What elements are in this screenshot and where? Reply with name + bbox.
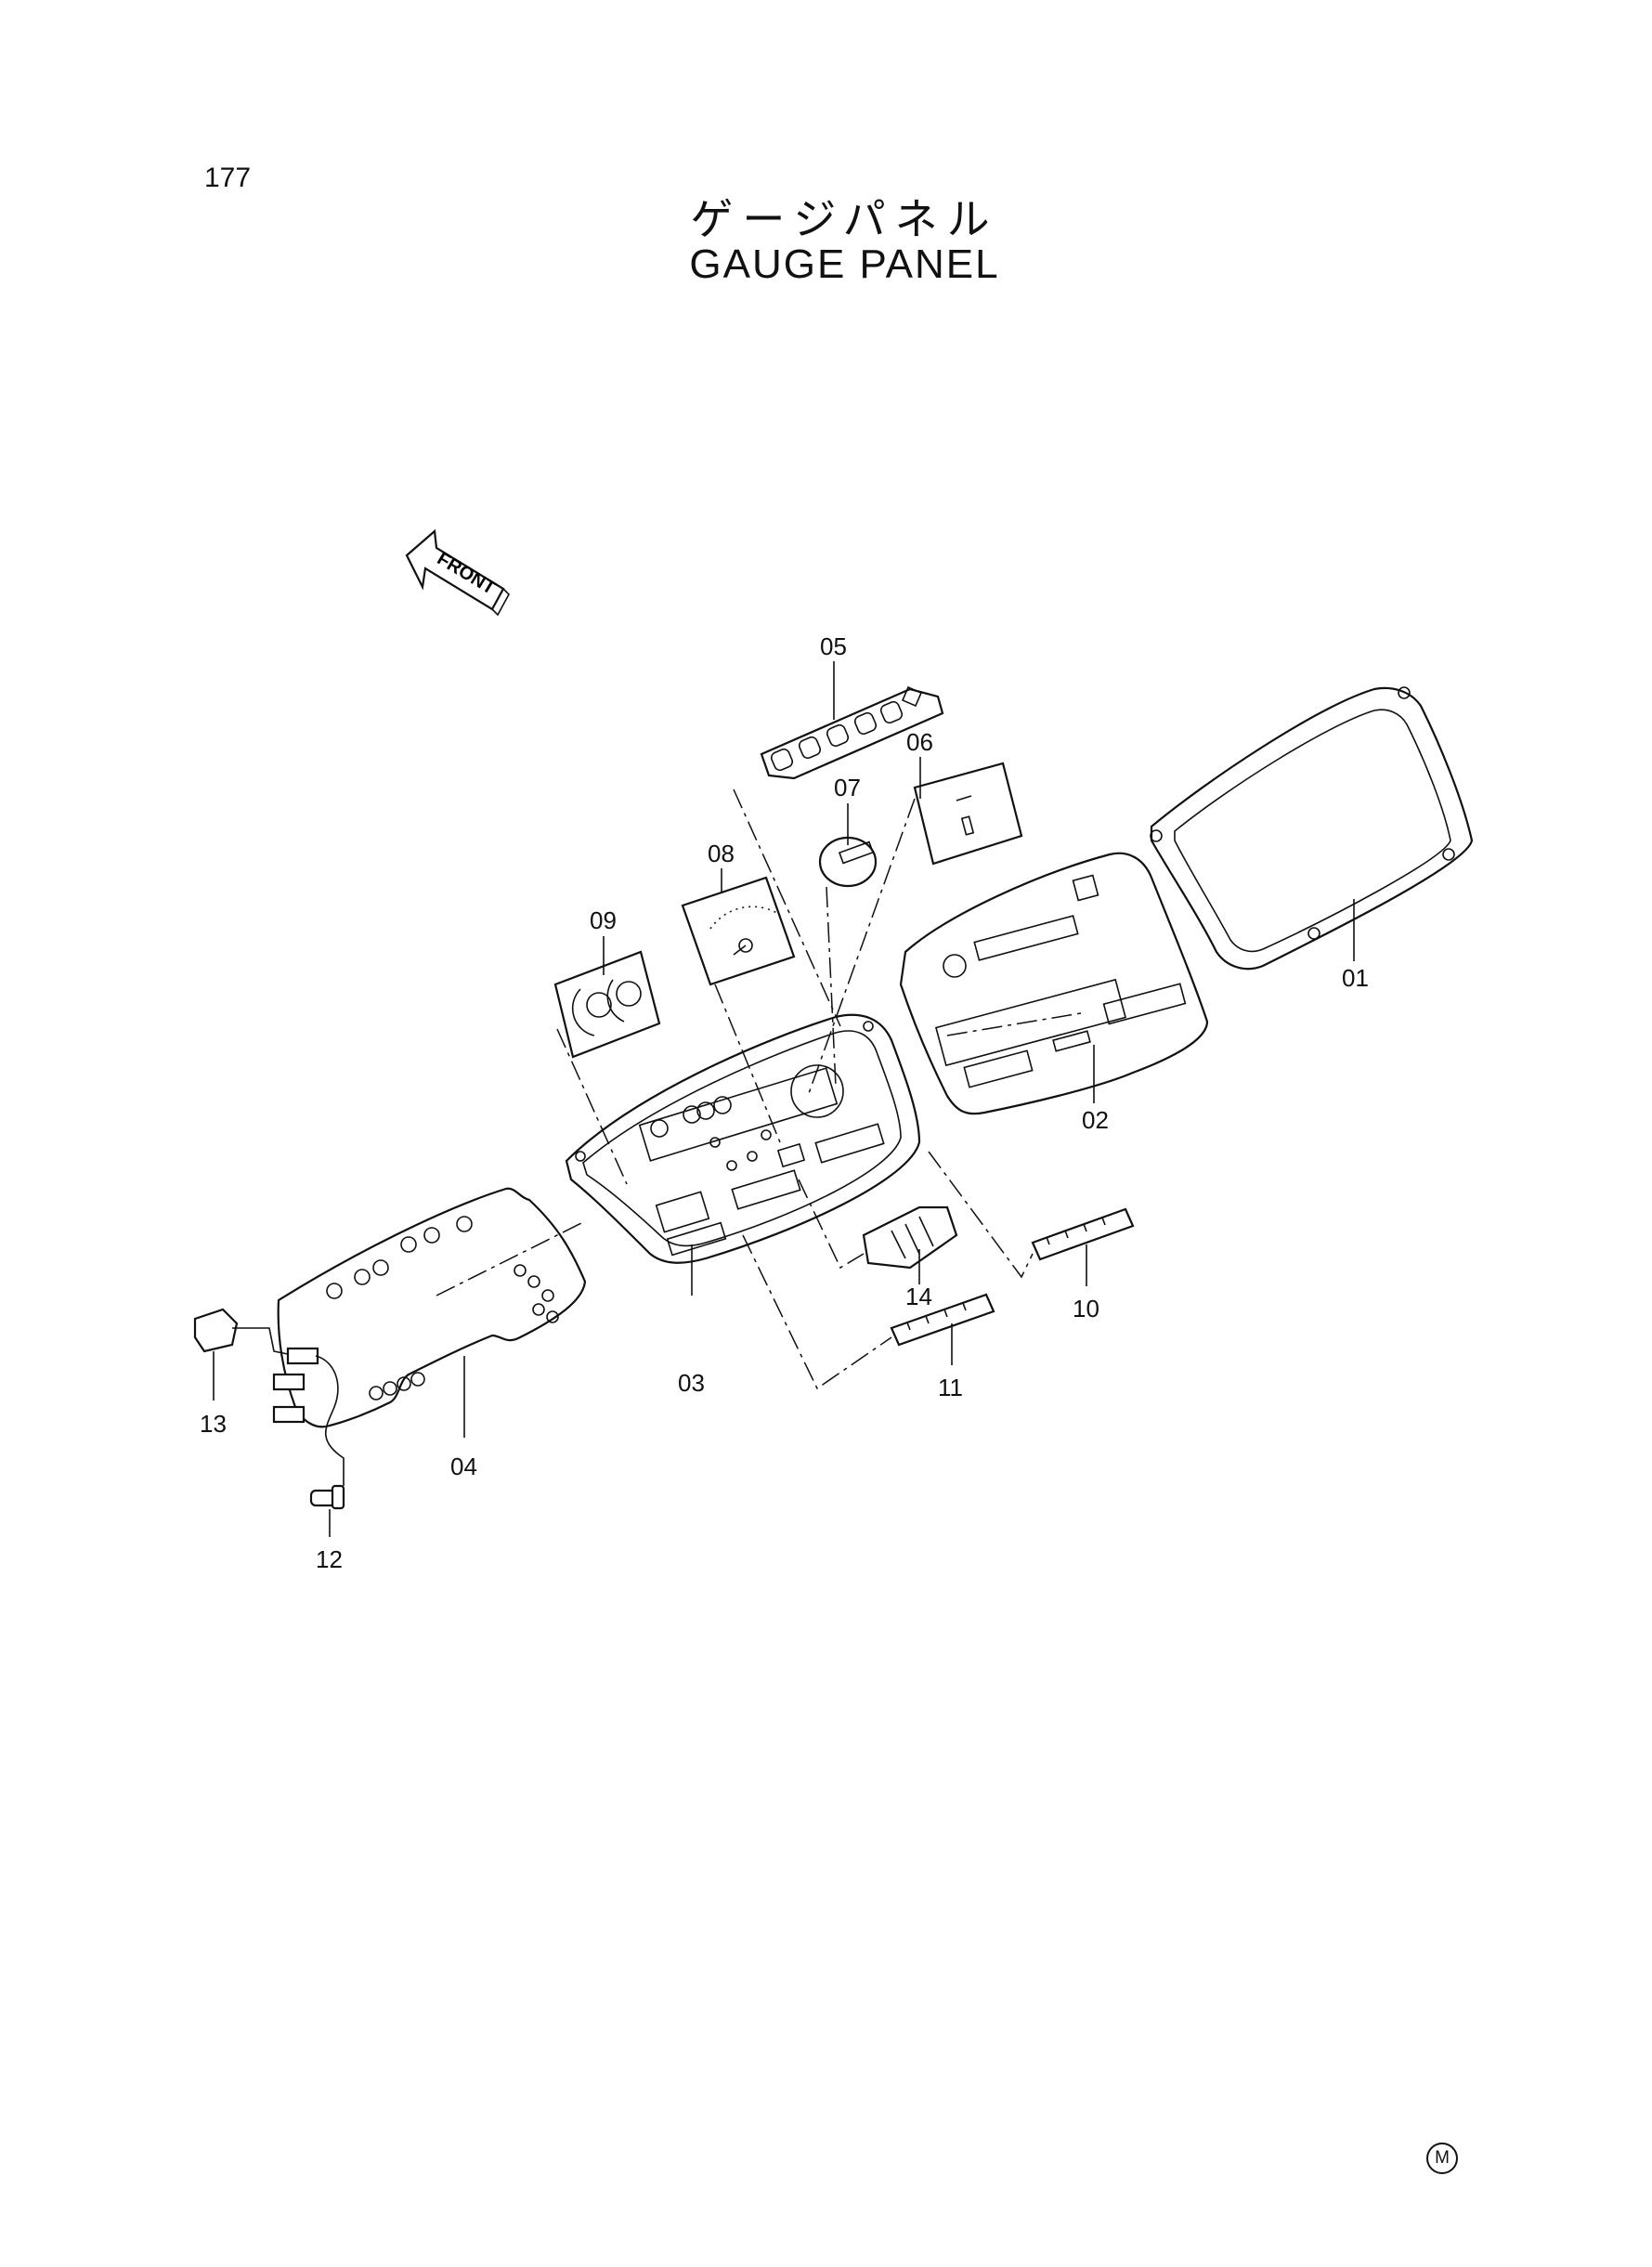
title-japanese: ゲージパネル bbox=[690, 194, 999, 244]
part-05-indicator-strip bbox=[760, 685, 944, 780]
callout-01: 01 bbox=[1342, 964, 1369, 992]
callout-leaders bbox=[213, 661, 1355, 1537]
callout-13: 13 bbox=[200, 1410, 227, 1438]
alignment-lines bbox=[436, 788, 1087, 1390]
callout-05: 05 bbox=[820, 632, 847, 660]
callout-06: 06 bbox=[906, 728, 933, 756]
part-04-board bbox=[277, 1187, 587, 1428]
part-13-socket bbox=[193, 1308, 239, 1353]
part-10-connector bbox=[1031, 1207, 1135, 1261]
callout-10: 10 bbox=[1073, 1295, 1099, 1322]
callout-11: 11 bbox=[938, 1374, 963, 1401]
callout-12: 12 bbox=[316, 1545, 343, 1573]
callout-08: 08 bbox=[708, 840, 735, 867]
part-12-bulb bbox=[309, 1484, 345, 1510]
part-01-frame bbox=[1150, 686, 1474, 971]
part-06-plate bbox=[913, 762, 1023, 866]
callout-09: 09 bbox=[590, 906, 617, 934]
callout-04: 04 bbox=[450, 1453, 477, 1480]
page-number: 177 bbox=[204, 163, 252, 193]
part-11-connector bbox=[890, 1293, 995, 1347]
manufacturer-mark: M bbox=[1426, 2143, 1458, 2174]
wiring-harness bbox=[232, 1327, 345, 1486]
part-14-switch bbox=[862, 1205, 958, 1270]
part-02-bezel bbox=[899, 852, 1209, 1115]
front-arrow-icon: FRONT bbox=[405, 528, 510, 617]
part-08-meter bbox=[681, 876, 796, 986]
callout-07: 07 bbox=[834, 774, 861, 801]
title-english: GAUGE PANEL bbox=[689, 241, 1000, 287]
part-09-dual-gauge bbox=[553, 950, 661, 1059]
callout-14: 14 bbox=[905, 1283, 932, 1310]
part-03-case bbox=[565, 1013, 921, 1264]
callout-03: 03 bbox=[678, 1369, 705, 1397]
callout-02: 02 bbox=[1082, 1106, 1109, 1134]
